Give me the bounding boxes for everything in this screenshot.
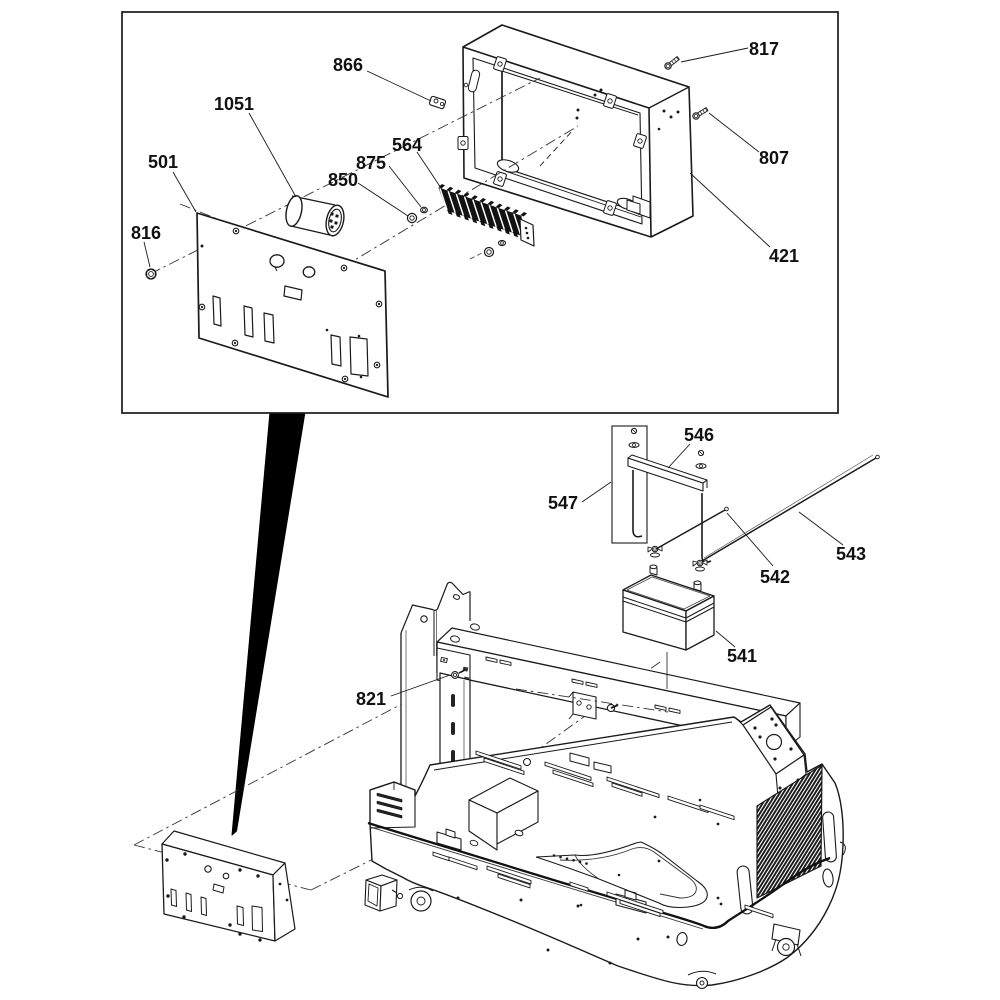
svg-text:807: 807: [759, 148, 789, 168]
svg-text:1051: 1051: [214, 94, 254, 114]
svg-text:421: 421: [769, 246, 799, 266]
svg-text:816: 816: [131, 223, 161, 243]
svg-text:817: 817: [749, 39, 779, 59]
svg-text:541: 541: [727, 646, 757, 666]
svg-text:546: 546: [684, 425, 714, 445]
svg-text:501: 501: [148, 152, 178, 172]
svg-text:866: 866: [333, 55, 363, 75]
svg-text:875: 875: [356, 153, 386, 173]
svg-text:821: 821: [356, 689, 386, 709]
svg-text:543: 543: [836, 544, 866, 564]
svg-text:564: 564: [392, 135, 422, 155]
svg-text:850: 850: [328, 170, 358, 190]
svg-text:547: 547: [548, 493, 578, 513]
svg-text:542: 542: [760, 567, 790, 587]
